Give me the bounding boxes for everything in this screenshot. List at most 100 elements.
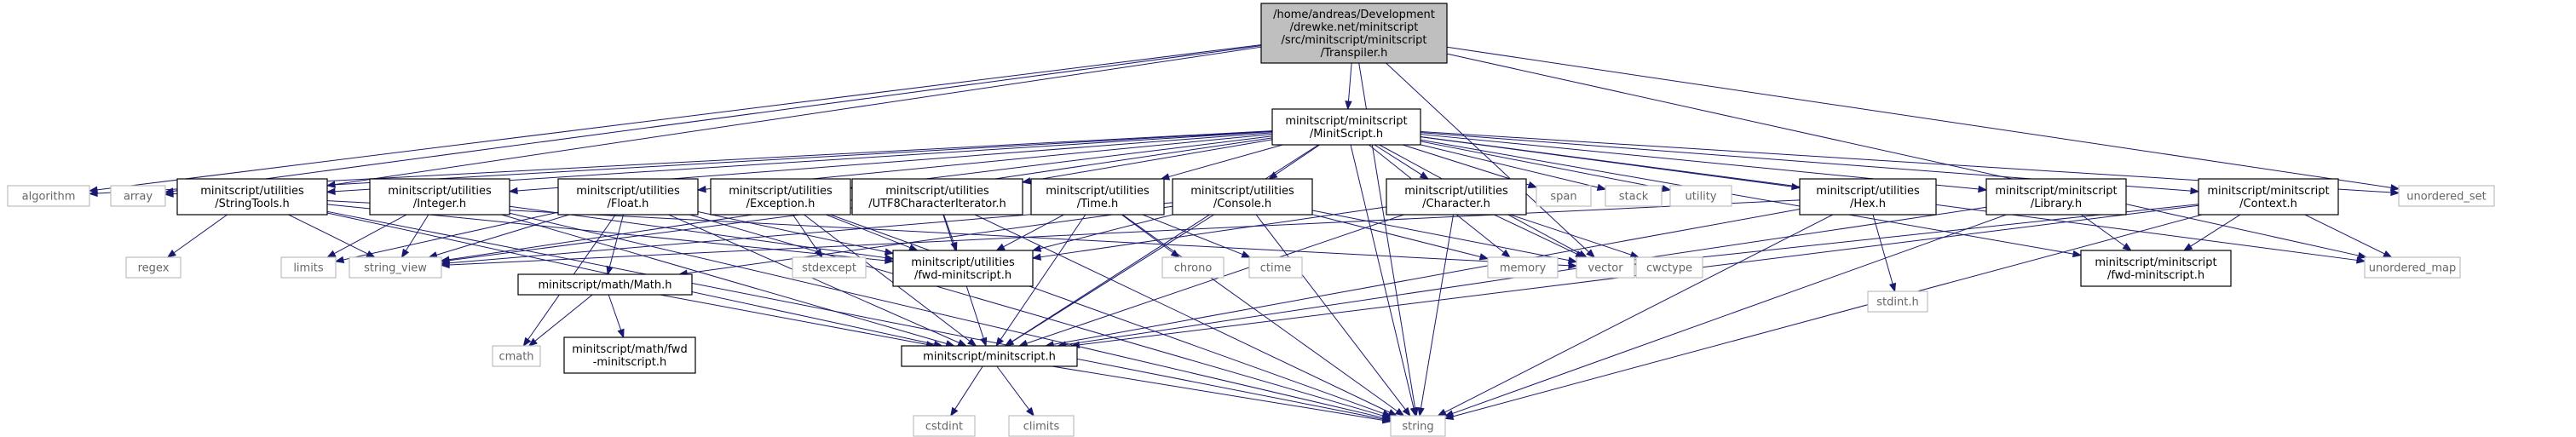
edge-line [1872, 214, 1893, 285]
node-box [1248, 256, 1303, 279]
arrowhead-icon [1437, 408, 1447, 417]
node-label: -minitscript.h [593, 356, 667, 369]
edge-line [1510, 214, 1632, 256]
edge-strtools-to-string [326, 210, 1392, 423]
node-time[interactable]: minitscript/utilities/Time.h [1030, 178, 1165, 216]
arrowhead-icon [1395, 408, 1405, 417]
edge-ms-to-time [1160, 144, 1283, 181]
node-box [1867, 290, 1928, 313]
node-root[interactable]: /home/andreas/Development/drewke.net/min… [1260, 3, 1448, 64]
arrowhead-icon [2389, 184, 2400, 192]
edge-time-to-chrono [1121, 214, 1180, 258]
arrowhead-icon [617, 328, 625, 339]
edge-character-to-fwdutil [1031, 206, 1387, 261]
node-box [2364, 256, 2461, 279]
node-character[interactable]: minitscript/utilities/Character.h [1386, 178, 1527, 216]
arrowhead-icon [1888, 282, 1897, 293]
arrowhead-icon [814, 248, 823, 259]
node-box [1386, 178, 1527, 216]
arrowhead-icon [1567, 256, 1578, 264]
arrowhead-icon [522, 336, 532, 348]
node-fwdmath[interactable]: minitscript/math/fwd-minitscript.h [563, 336, 696, 374]
node-label: memory [1500, 262, 1547, 275]
node-label: limits [293, 262, 324, 275]
node-hex[interactable]: minitscript/utilities/Hex.h [1799, 178, 1937, 216]
node-label: utility [1686, 191, 1717, 204]
node-label: stdint.h [1876, 296, 1918, 309]
node-box [110, 185, 166, 207]
arrowhead-icon [2356, 256, 2366, 264]
arrowhead-icon [1004, 338, 1015, 347]
edge-line [333, 214, 407, 255]
edge-exception-to-string [830, 214, 1392, 417]
node-label: /Library.h [2031, 198, 2082, 210]
edge-line [1347, 62, 1352, 102]
node-stack: stack [1605, 185, 1663, 207]
arrowhead-icon [885, 254, 895, 262]
node-exception[interactable]: minitscript/utilities/Exception.h [710, 178, 851, 216]
arrowhead-icon [884, 248, 895, 256]
arrowhead-icon [1586, 249, 1596, 258]
node-mscore[interactable]: minitscript/minitscript.h [901, 345, 1078, 367]
node-memory: memory [1487, 256, 1559, 279]
edge-line [943, 214, 954, 244]
node-context[interactable]: minitscript/minitscript/Context.h [2198, 178, 2339, 216]
arrowhead-icon [508, 187, 518, 195]
node-utf8[interactable]: minitscript/utilities/UTF8CharacterItera… [851, 178, 1023, 216]
node-box [1172, 178, 1313, 216]
edge-line [1052, 209, 1801, 345]
node-float[interactable]: minitscript/utilities/Float.h [557, 178, 699, 216]
node-ms[interactable]: minitscript/minitscript/MinitScript.h [1271, 108, 1421, 146]
node-integer[interactable]: minitscript/utilities/Integer.h [369, 178, 510, 216]
arrowhead-icon [980, 336, 988, 348]
arrowhead-icon [1478, 253, 1490, 261]
node-box [1669, 185, 1732, 207]
node-strtools[interactable]: minitscript/utilities/StringTools.h [176, 178, 328, 216]
edge-hex-to-stdint [1872, 214, 1897, 293]
edge-character-to-cwctype [1510, 214, 1640, 259]
edge-character-to-string [1417, 214, 1454, 417]
node-label: /Integer.h [413, 198, 466, 210]
node-box [369, 178, 510, 216]
node-library[interactable]: minitscript/minitscript/Library.h [1985, 178, 2127, 216]
edge-exception-to-fwdutil [826, 214, 919, 251]
edge-line [326, 200, 1570, 267]
edge-integer-to-string [509, 212, 1392, 422]
node-label: minitscript/utilities [388, 185, 492, 198]
arrowhead-icon [1417, 406, 1425, 417]
node-stdexcept: stdexcept [792, 256, 867, 279]
node-box [792, 256, 867, 279]
edge-line [697, 211, 886, 253]
node-label: ctime [1260, 262, 1292, 275]
arrowhead-icon [1596, 183, 1607, 191]
edge-ms-to-utf8 [1021, 139, 1273, 185]
edge-line [96, 44, 1262, 191]
node-math[interactable]: minitscript/math/Math.h [517, 273, 693, 296]
arrowhead-icon [1387, 409, 1398, 417]
node-vector: vector [1576, 256, 1635, 279]
node-chrono: chrono [1161, 256, 1225, 279]
node-label: minitscript/minitscript [2207, 185, 2329, 198]
arrowhead-icon [1021, 177, 1032, 185]
arrowhead-icon [1978, 185, 1988, 193]
arrowhead-icon [950, 406, 959, 417]
node-label: /Time.h [1077, 198, 1119, 210]
node-label: stdexcept [802, 262, 856, 275]
node-cmath: cmath [492, 345, 541, 367]
node-fwdutil[interactable]: minitscript/utilities/fwd-minitscript.h [892, 250, 1034, 287]
node-fwdms[interactable]: minitscript/minitscript/fwd-minitscript.… [2080, 250, 2232, 287]
node-array: array [110, 185, 166, 207]
node-label: /StringTools.h [215, 198, 290, 210]
node-box [1030, 178, 1165, 216]
edge-strtools-to-string_view [288, 214, 376, 258]
node-cstdint: cstdint [913, 415, 976, 437]
edge-line [172, 45, 1262, 193]
node-label: /Float.h [608, 198, 649, 210]
edge-line [1446, 53, 2360, 256]
edge-mscore-to-climits [996, 365, 1034, 417]
arrowhead-icon [1026, 406, 1034, 417]
node-console[interactable]: minitscript/utilities/Console.h [1172, 178, 1313, 216]
node-label: minitscript/utilities [1816, 185, 1920, 198]
edge-console-to-string [1255, 214, 1411, 417]
